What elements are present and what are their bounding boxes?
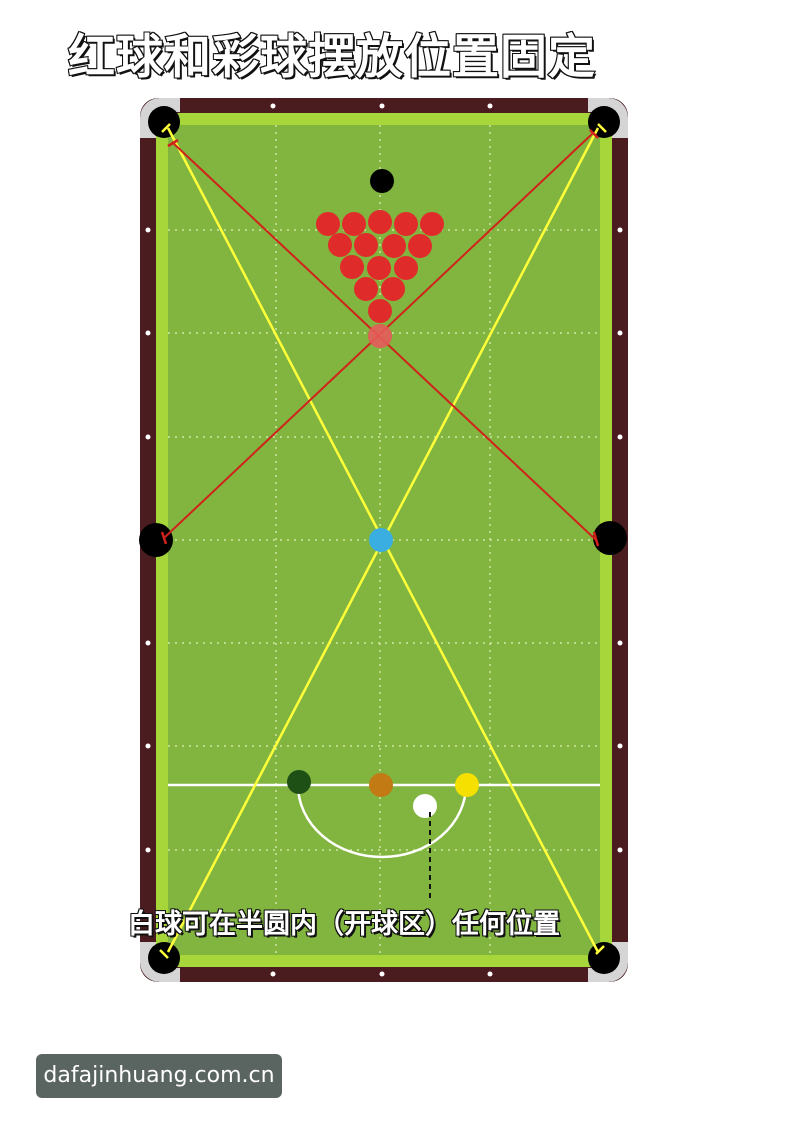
red-ball	[328, 233, 352, 257]
red-ball	[382, 234, 406, 258]
d-semicircle	[296, 784, 468, 859]
brown-ball	[369, 773, 393, 797]
pink-ball	[368, 324, 392, 348]
black-ball	[370, 169, 394, 193]
pocket-top-left	[148, 106, 180, 138]
red-ball	[340, 255, 364, 279]
red-ball	[342, 212, 366, 236]
pocket-middle-right	[593, 521, 627, 555]
green-ball	[287, 770, 311, 794]
red-ball	[394, 256, 418, 280]
red-ball	[368, 299, 392, 323]
yellow-ball	[455, 773, 479, 797]
red-ball	[381, 277, 405, 301]
red-ball	[367, 256, 391, 280]
pocket-middle-left	[139, 523, 173, 557]
red-ball	[368, 210, 392, 234]
red-ball	[394, 212, 418, 236]
red-ball	[408, 234, 432, 258]
watermark-badge: dafajinhuang.com.cn	[36, 1054, 282, 1098]
red-ball	[354, 277, 378, 301]
red-ball	[420, 212, 444, 236]
page-title: 红球和彩球摆放位置固定	[67, 29, 596, 86]
pocket-bottom-left	[148, 942, 180, 974]
guide-end-ticks	[159, 123, 607, 959]
cushion-sights	[145, 103, 623, 977]
cue-ball-caption: 白球可在半圆内（开球区）任何位置	[127, 908, 561, 941]
red-balls	[316, 210, 444, 323]
cue-ball	[413, 794, 437, 818]
blue-ball	[369, 528, 393, 552]
red-ball	[354, 233, 378, 257]
red-ball	[316, 212, 340, 236]
pockets	[139, 106, 627, 974]
